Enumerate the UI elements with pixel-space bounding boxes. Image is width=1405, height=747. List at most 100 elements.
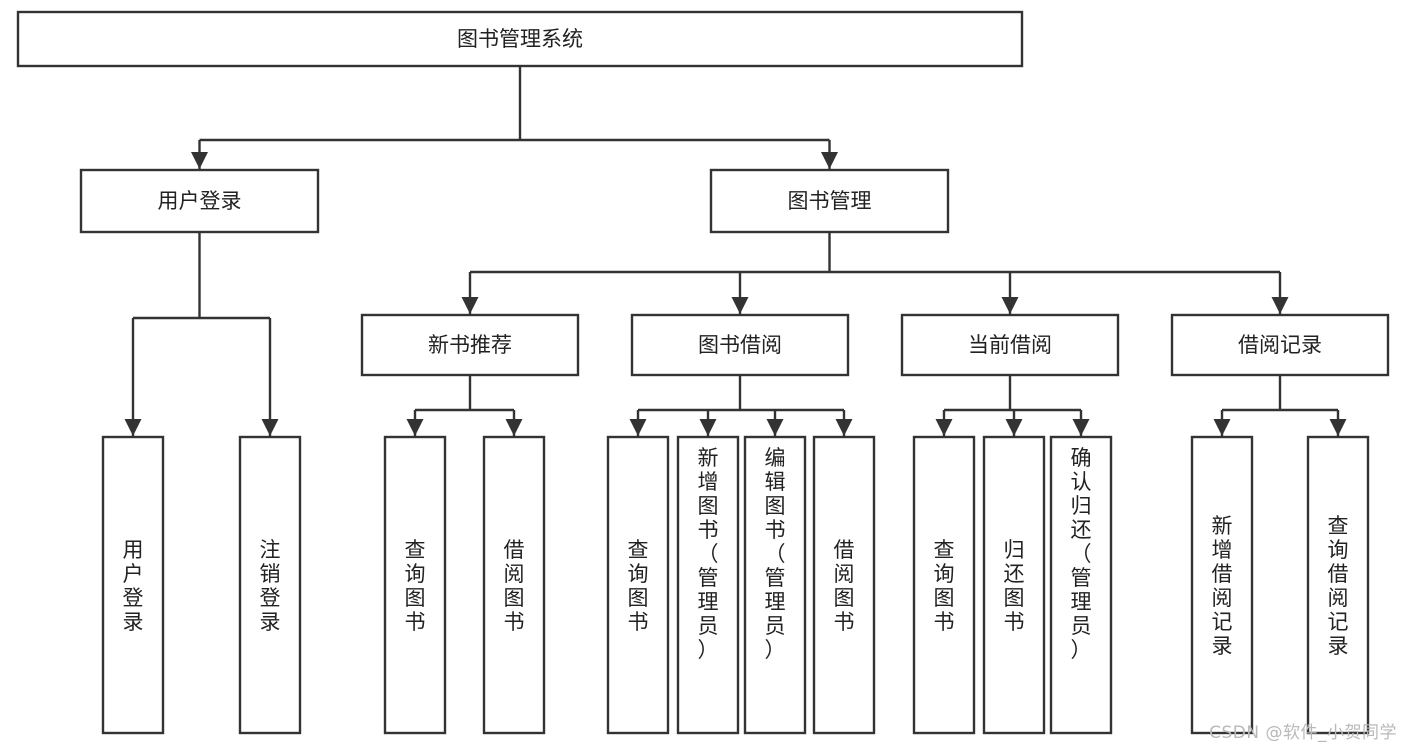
node-label-char: （	[765, 542, 786, 566]
node-label-char: 书	[405, 610, 426, 634]
node-label-char: 阅	[1328, 586, 1349, 610]
node-label-char: 认	[1071, 470, 1092, 494]
node-label-char: 编	[765, 446, 786, 470]
node-label-char: 图	[934, 586, 955, 610]
node-label-char: （	[698, 542, 719, 566]
node-label-char: 理	[765, 590, 786, 614]
node-box-rect	[606, 435, 670, 735]
arrow-head-icon	[835, 419, 853, 436]
node-box-rect	[79, 168, 320, 234]
node-leaf-用户登录[interactable]: 用户登录	[101, 435, 165, 735]
arrow-head-icon	[1271, 297, 1289, 314]
node-label-char: 图	[504, 586, 525, 610]
node-boxes-layer: 图书管理系统用户登录图书管理新书推荐图书借阅当前借阅借阅记录用户登录注销登录查询…	[16, 10, 1390, 735]
arrow-head-icon	[699, 419, 717, 436]
arrow-head-icon	[461, 297, 479, 314]
node-label-char: 登	[123, 586, 144, 610]
node-label-char: 管	[765, 566, 786, 590]
node-label-char: 阅	[834, 562, 855, 586]
connector-lines-layer	[124, 66, 1347, 436]
node-box-rect	[101, 435, 165, 735]
node-label-char: （	[1071, 542, 1092, 566]
node-label-char: 借	[834, 538, 855, 562]
node-box-rect	[1306, 435, 1370, 735]
node-box-rect	[1049, 435, 1113, 735]
arrow-head-icon	[1005, 419, 1023, 436]
node-label-char: 录	[123, 610, 144, 634]
node-label-char: 记	[1212, 610, 1233, 634]
node-label: 图书借阅	[698, 333, 782, 357]
node-box-rect	[360, 313, 580, 377]
arrow-head-icon	[731, 297, 749, 314]
node-box-rect	[1170, 313, 1390, 377]
node-label-char: 新	[698, 446, 719, 470]
node-box-rect	[1190, 435, 1254, 735]
node-label: 用户登录	[158, 189, 242, 213]
node-label-char: 书	[504, 610, 525, 634]
node-label: 图书管理	[788, 189, 872, 213]
node-l3-借阅记录[interactable]: 借阅记录	[1170, 313, 1390, 377]
node-l3-当前借阅[interactable]: 当前借阅	[900, 313, 1120, 377]
arrow-head-icon	[1329, 419, 1347, 436]
node-label-char: 查	[934, 538, 955, 562]
node-label-char: 增	[698, 470, 719, 494]
node-label-char: 注	[260, 538, 281, 562]
node-box-rect	[238, 435, 302, 735]
node-box-rect	[383, 435, 447, 735]
node-label: 新书推荐	[428, 333, 512, 357]
node-label: 借阅记录	[1238, 333, 1322, 357]
node-label-char: 书	[698, 518, 719, 542]
node-label-char: 登	[260, 586, 281, 610]
node-label-char: 理	[698, 590, 719, 614]
arrow-head-icon	[1001, 297, 1019, 314]
node-box-rect	[900, 313, 1120, 377]
node-label-char: 借	[504, 538, 525, 562]
node-label: 当前借阅	[968, 333, 1052, 357]
arrow-head-icon	[261, 419, 279, 436]
node-l2-图书管理[interactable]: 图书管理	[709, 168, 950, 234]
node-label-char: 归	[1004, 538, 1025, 562]
arrow-head-icon	[629, 419, 647, 436]
arrow-head-icon	[1213, 419, 1231, 436]
node-label-char: ）	[698, 638, 719, 662]
node-box-rect	[676, 435, 740, 735]
node-box-rect	[709, 168, 950, 234]
node-label-char: 阅	[504, 562, 525, 586]
node-label-char: 员	[698, 614, 719, 638]
node-label-char: 增	[1212, 538, 1233, 562]
node-label-char: 员	[765, 614, 786, 638]
node-label-char: 图	[1004, 586, 1025, 610]
node-l2-用户登录[interactable]: 用户登录	[79, 168, 320, 234]
node-label-char: 书	[934, 610, 955, 634]
node-label-char: 确	[1071, 446, 1092, 470]
node-label: 图书管理系统	[457, 27, 583, 51]
node-l3-图书借阅[interactable]: 图书借阅	[630, 313, 850, 377]
node-box-rect	[743, 435, 807, 735]
node-label-char: 借	[1328, 562, 1349, 586]
node-label-char: 查	[1328, 514, 1349, 538]
node-root-图书管理系统[interactable]: 图书管理系统	[16, 10, 1024, 68]
node-label-char: 记	[1328, 610, 1349, 634]
node-label-char: 借	[1212, 562, 1233, 586]
csdn-watermark: CSDN @软件_小贺同学	[1209, 723, 1397, 743]
node-label-char: 图	[834, 586, 855, 610]
arrow-head-icon	[821, 152, 838, 169]
node-l3-新书推荐[interactable]: 新书推荐	[360, 313, 580, 377]
node-label-char: 管	[1071, 566, 1092, 590]
node-label-char: 销	[260, 562, 281, 586]
node-box-rect	[16, 10, 1024, 68]
